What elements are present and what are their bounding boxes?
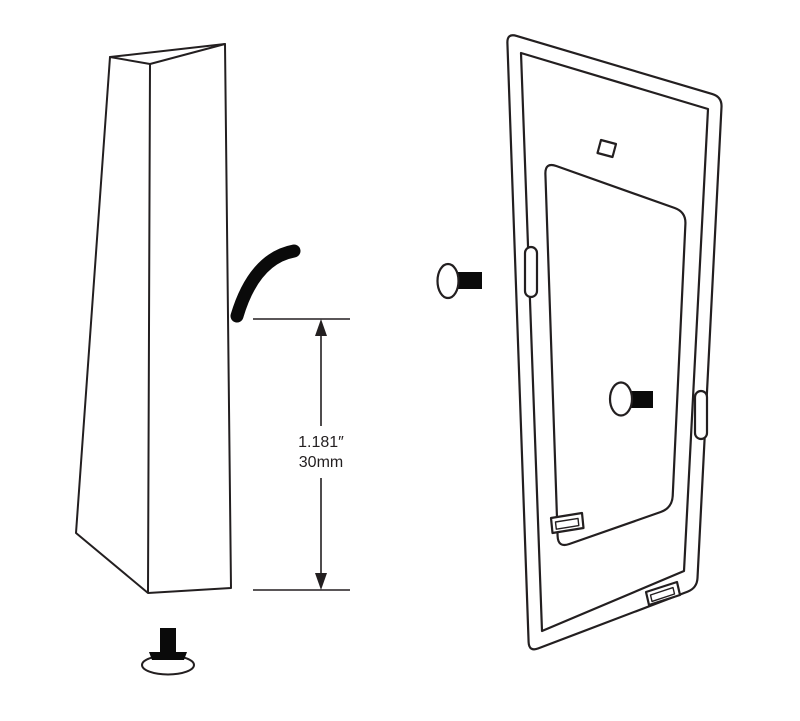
dimension-indicator: [253, 318, 350, 591]
device-top-face-line: [149, 43, 226, 65]
right-slot-hole: [693, 389, 709, 441]
latch-slot-2-inner: [649, 586, 676, 603]
center-mounting-screw: [608, 381, 653, 417]
dimension-inches-label: 1.181″: [298, 434, 344, 451]
latch-slot-1-outer: [549, 511, 585, 535]
latch-slot-1-inner: [554, 517, 580, 530]
dimension-mm-label: 30mm: [299, 454, 343, 471]
screw-shaft: [160, 628, 176, 654]
screw-flange: [149, 652, 187, 660]
center-screw-shaft: [629, 391, 653, 408]
center-screw-head: [608, 381, 634, 417]
arrow-up-icon: [315, 319, 327, 336]
floating-screw-head: [436, 262, 460, 300]
arrow-down-icon: [315, 573, 327, 590]
back-plate: [506, 34, 723, 651]
power-cable: [230, 244, 301, 323]
device-side-view: [75, 43, 232, 594]
recessed-panel: [544, 163, 687, 547]
left-slot-hole: [523, 245, 539, 299]
top-square-hole: [596, 138, 618, 159]
plate-inner-border: [519, 51, 710, 633]
device-outline: [75, 43, 232, 594]
floating-screw-shaft: [457, 272, 482, 289]
floating-mounting-screw: [436, 262, 482, 300]
mounting-screw-side-view: [141, 628, 195, 676]
